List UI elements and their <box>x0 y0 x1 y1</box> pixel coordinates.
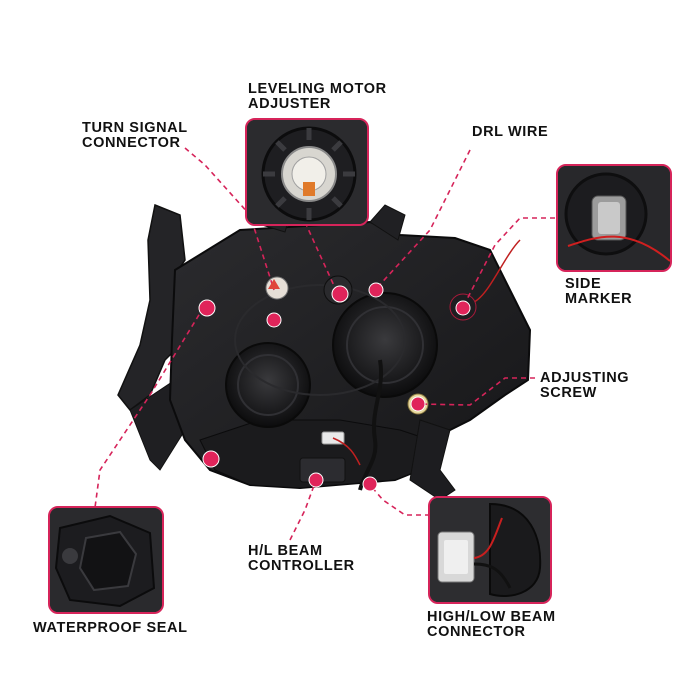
inset-side-marker <box>556 164 672 272</box>
inset-high-low-connector <box>428 496 552 604</box>
label-turn-signal-connector: TURN SIGNAL CONNECTOR <box>82 120 188 151</box>
inset-waterproof-seal <box>48 506 164 614</box>
label-hl-beam-controller: H/L BEAM CONTROLLER <box>248 543 355 574</box>
label-side-marker: SIDE MARKER <box>565 276 633 307</box>
side-marker-photo <box>558 166 670 270</box>
label-drl-wire: DRL WIRE <box>472 124 549 140</box>
label-adjusting-screw: ADJUSTING SCREW <box>540 370 630 401</box>
high-low-connector-photo <box>430 498 550 602</box>
leveling-motor-photo <box>247 120 367 224</box>
label-high-low-beam-connector: HIGH/LOW BEAM CONNECTOR <box>427 609 556 640</box>
label-leveling-motor-adjuster: LEVELING MOTOR ADJUSTER <box>248 81 387 112</box>
waterproof-seal-photo <box>50 508 162 612</box>
label-waterproof-seal: WATERPROOF SEAL <box>33 620 188 636</box>
inset-leveling-motor <box>245 118 369 226</box>
